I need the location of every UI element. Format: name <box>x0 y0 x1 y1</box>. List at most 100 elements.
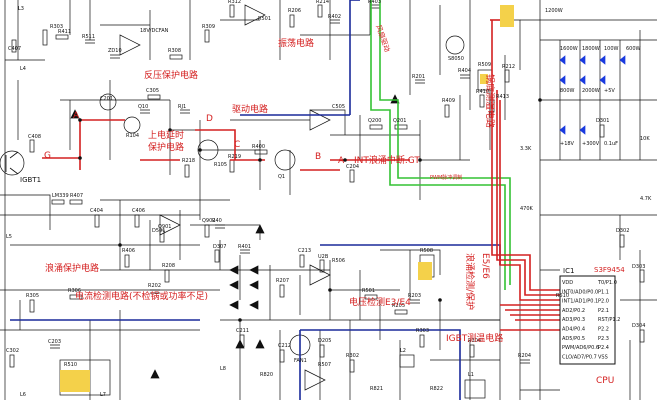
cpu-pin-left: CLO/AD7/P0.7 <box>562 354 597 360</box>
cpu-left-pins: VDDINT0/AD0/P0.0INT1/AD1/P0.1AD2/P0.2AD3… <box>562 280 599 360</box>
component-label: R308 <box>168 48 181 54</box>
component-label: R404 <box>458 68 471 74</box>
label-oscillator: 振荡电路 <box>278 37 314 49</box>
label-pwm: PWM脉冲调制 <box>430 174 462 181</box>
component-label: R402 <box>328 14 341 20</box>
component-label: R205 <box>392 303 405 309</box>
component-label: Q10 <box>138 104 148 110</box>
cpu-pin-right: P2.2 <box>598 327 609 333</box>
label-current-detect: 电流检测电路(不检锅或功率不足) <box>75 290 208 302</box>
green-traces <box>370 0 511 290</box>
component-label: C212 <box>278 343 291 349</box>
component-label: 10K <box>640 136 650 142</box>
component-label: R820 <box>260 372 273 378</box>
component-label: R410 <box>476 89 489 95</box>
cpu-pin-right: T0/P1.0 <box>597 280 617 286</box>
node-g: G <box>44 151 51 161</box>
component-label: 800W <box>560 88 575 94</box>
component-label: R510 <box>64 362 77 368</box>
component-label: ZD10 <box>108 48 122 54</box>
component-label: 0.1uF <box>604 141 618 147</box>
component-label: FAN1 <box>294 358 307 364</box>
cpu-pin-right: P2.3 <box>598 336 609 342</box>
component-label: L5 <box>6 234 12 240</box>
component-label: 600W <box>626 46 641 52</box>
component-label: 470K <box>520 206 534 212</box>
component-label: 18V/DCFAN <box>140 28 169 34</box>
component-label: C213 <box>298 248 311 254</box>
cpu-pin-left: INT1/AD1/P0.1 <box>562 299 598 305</box>
component-label: R202 <box>148 283 161 289</box>
component-label: 3.3K <box>520 146 532 152</box>
cpu-pin-left: AD4/P0.4 <box>562 327 585 333</box>
igbt-symbol <box>5 151 19 175</box>
label-surge-detect: 浪涌检测/保护 <box>464 253 476 310</box>
component-label: Q1 <box>278 174 285 180</box>
component-label: R403 <box>368 0 381 5</box>
component-label: R506 <box>332 258 345 264</box>
component-label: +300V <box>582 141 600 147</box>
component-label: C203 <box>48 339 61 345</box>
component-label: C406 <box>132 208 145 214</box>
component-label: R507 <box>318 362 331 368</box>
component-label: Q200 <box>368 118 381 124</box>
component-label: C407 <box>8 46 21 52</box>
component-label: R508 <box>420 248 433 254</box>
component-label: R822 <box>430 386 443 392</box>
component-label: R413 <box>496 94 509 100</box>
component-label: R214 <box>316 0 329 5</box>
component-label: R401 <box>238 244 251 250</box>
component-label: R204 <box>518 353 531 359</box>
component-label: R303 <box>50 24 63 30</box>
cpu-pin-right: P2.4 <box>598 345 609 351</box>
component-label: R304 <box>468 338 481 344</box>
component-label: D301 <box>596 118 609 124</box>
label-protection-circuit: 保护电路 <box>148 141 184 153</box>
component-label: R104 <box>126 133 139 139</box>
component-label: C211 <box>236 328 249 334</box>
ic1-name: IC1 <box>563 267 574 275</box>
component-label: D303 <box>632 264 645 270</box>
component-label: L4 <box>20 66 26 72</box>
component-label: L6 <box>20 392 26 398</box>
fan-connector-highlight <box>500 5 514 27</box>
mcu-name: S3F9454 <box>594 266 625 274</box>
component-label: R309 <box>202 24 215 30</box>
component-label: 1200W <box>545 8 563 14</box>
component-label: R203 <box>408 293 421 299</box>
cpu-pin-right: VSS <box>598 354 608 360</box>
component-label: D501 <box>152 228 165 234</box>
label-back-pressure-protection: 反压保护电路 <box>144 69 198 81</box>
component-label: R305 <box>26 293 39 299</box>
component-label: L1 <box>468 372 474 378</box>
blue-bus <box>10 0 501 400</box>
label-voltage-detect: 电压检测E3/E4 <box>349 296 411 308</box>
label-pan-temp: 锅底测温电路 <box>484 74 496 128</box>
cpu-pin-left: AD3/P0.3 <box>562 317 585 323</box>
component-label: R219 <box>228 154 241 160</box>
component-label: R501 <box>258 16 271 22</box>
label-fan-drive: 风扇驱动 <box>374 24 392 53</box>
component-label: Q902 <box>202 218 215 224</box>
component-label: RJ1 <box>178 104 186 110</box>
component-label: R207 <box>276 278 289 284</box>
component-label: R821 <box>370 386 383 392</box>
label-cpu: CPU <box>596 376 614 386</box>
igbt-name: IGBT1 <box>20 176 41 184</box>
component-label: R501 <box>362 288 375 294</box>
cpu-right-pins: T0/P1.0P1.1P2.0P2.1RST/P1.2P2.2P2.3P2.4V… <box>597 280 620 360</box>
label-drive-circuit: 驱动电路 <box>232 103 268 115</box>
cpu-pin-right: P2.1 <box>598 308 609 314</box>
cpu-pin-left: VDD <box>562 280 573 286</box>
component-label: R411 <box>58 29 71 35</box>
component-label: R510 <box>556 293 569 299</box>
components <box>0 4 645 399</box>
component-label: R306 <box>68 288 81 294</box>
component-label: R302 <box>346 353 359 359</box>
component-label: 100W <box>604 46 619 52</box>
node-d: D <box>206 114 213 124</box>
component-label: C201 <box>100 96 113 102</box>
component-label: R208 <box>162 263 175 269</box>
